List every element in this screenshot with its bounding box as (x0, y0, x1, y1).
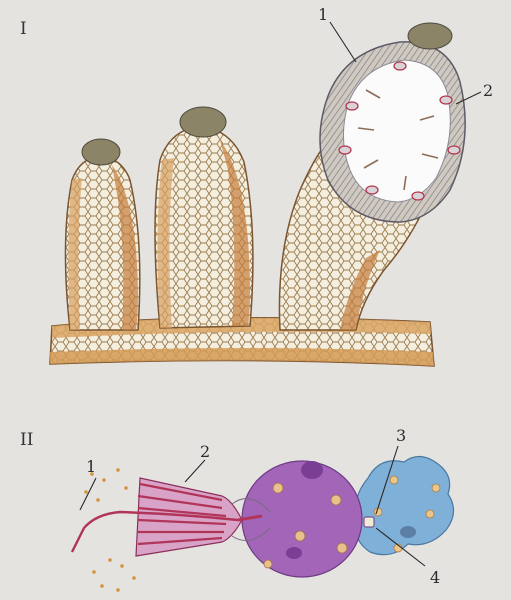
callout-II-2: 2 (200, 442, 210, 461)
polyp-right-tentacles (408, 23, 452, 49)
callout-I-1: 1 (318, 5, 328, 24)
panel-I-label: I (20, 19, 27, 39)
callout-II-4: 4 (430, 568, 440, 587)
polyp-middle (155, 126, 253, 328)
callout-II-3: 3 (396, 426, 406, 445)
callout-II-1: 1 (86, 457, 96, 476)
polyp-left (65, 156, 139, 330)
callout-II-2-leader (185, 460, 205, 482)
panel-II: II (20, 426, 454, 592)
panel-I: I (20, 5, 493, 366)
polyp-left-tentacles (82, 139, 120, 165)
callout-I-2: 2 (483, 81, 493, 100)
polyp-middle-tentacles (180, 107, 226, 137)
cnidocyte-body (242, 461, 374, 577)
panel-II-label: II (20, 430, 33, 450)
callout-II-1-leader (80, 478, 96, 510)
prey-cell (356, 456, 454, 554)
callout-I-1-leader (330, 22, 356, 62)
polyp-right-cutaway (320, 42, 465, 222)
